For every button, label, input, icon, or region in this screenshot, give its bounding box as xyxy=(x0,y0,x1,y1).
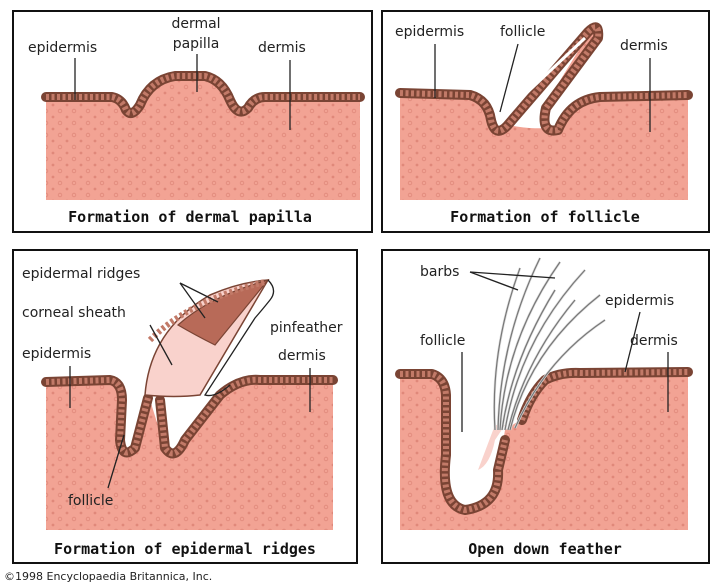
label-dermis: dermis xyxy=(620,38,668,54)
label-dermis: dermis xyxy=(630,333,678,349)
label-follicle: follicle xyxy=(420,333,465,349)
label-corneal-sheath: corneal sheath xyxy=(22,305,126,321)
label-epidermis: epidermis xyxy=(22,346,91,362)
panel-open-down-feather: barbs follicle epidermis dermis Open dow… xyxy=(381,249,710,564)
label-epidermal-ridges: epidermal ridges xyxy=(22,266,140,282)
epidermal-ridges-region xyxy=(176,278,270,346)
label-dermal: dermal xyxy=(171,16,220,32)
label-follicle: follicle xyxy=(500,24,545,40)
label-dermis: dermis xyxy=(258,40,306,56)
label-epidermis: epidermis xyxy=(28,40,97,56)
panel-title: Formation of epidermal ridges xyxy=(54,540,316,558)
label-pinfeather: pinfeather xyxy=(270,320,343,336)
panel-follicle: epidermis follicle dermis Formation of f… xyxy=(381,10,710,233)
barbs xyxy=(493,257,606,431)
copyright-notice: ©1998 Encyclopaedia Britannica, Inc. xyxy=(4,570,212,583)
label-epidermis: epidermis xyxy=(605,293,674,309)
label-barbs: barbs xyxy=(420,264,459,280)
label-dermis: dermis xyxy=(278,348,326,364)
panel-title: Formation of follicle xyxy=(450,208,640,226)
panel-epidermal-ridges: epidermal ridges corneal sheath epidermi… xyxy=(12,249,358,564)
panel-dermal-papilla: epidermis dermal papilla dermis Formatio… xyxy=(12,10,373,233)
label-follicle: follicle xyxy=(68,493,113,509)
panel-title: Open down feather xyxy=(468,540,622,558)
label-epidermis: epidermis xyxy=(395,24,464,40)
panel-title: Formation of dermal papilla xyxy=(68,208,312,226)
label-papilla: papilla xyxy=(173,36,220,52)
